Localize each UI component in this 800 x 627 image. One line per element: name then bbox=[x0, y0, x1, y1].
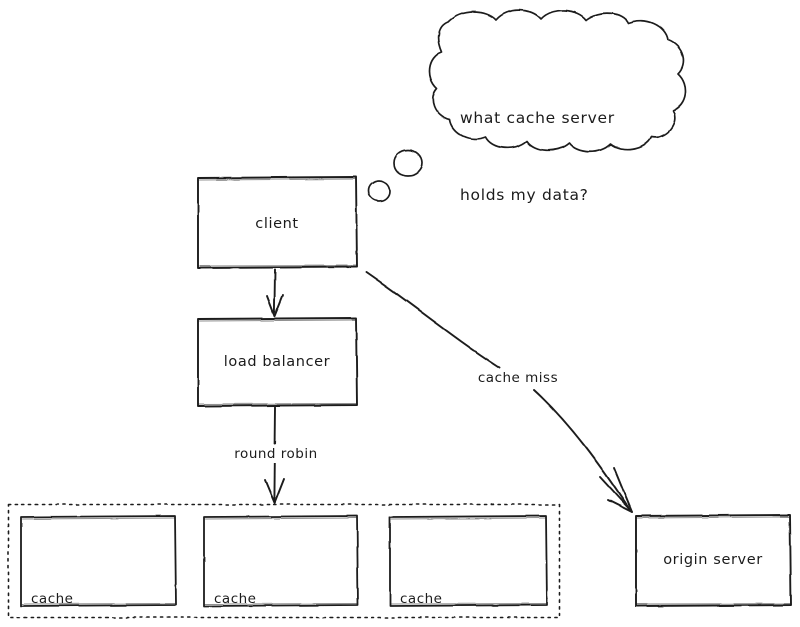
edge-label-round-robin: round robin bbox=[229, 445, 323, 463]
cache-box-2[interactable] bbox=[203, 515, 359, 607]
cache-3-text: cache keys = 2, 8 bbox=[400, 542, 482, 627]
arrow-client-to-load-balancer bbox=[266, 269, 284, 317]
cache-box-3[interactable] bbox=[389, 515, 548, 607]
thought-bubble-line-1: what cache server bbox=[460, 109, 615, 128]
cache-cluster-container bbox=[7, 503, 561, 619]
edge-label-cache-miss: cache miss bbox=[472, 369, 564, 387]
thought-bubble-text: what cache server holds my data? bbox=[460, 55, 615, 260]
cache-3-title: cache bbox=[400, 590, 443, 607]
origin-server-box[interactable] bbox=[635, 514, 792, 607]
arrow-load-balancer-to-caches bbox=[264, 406, 285, 504]
cache-box-1[interactable] bbox=[20, 515, 177, 607]
client-box[interactable] bbox=[197, 176, 358, 269]
load-balancer-box[interactable] bbox=[197, 317, 358, 407]
thought-bubble-line-2: holds my data? bbox=[460, 185, 589, 204]
arrow-client-to-origin-server bbox=[365, 271, 633, 513]
cache-2-text: cache keys = 3, 7 bbox=[214, 542, 296, 627]
cache-1-title: cache bbox=[31, 590, 74, 607]
cache-2-title: cache bbox=[214, 590, 257, 607]
cache-1-text: cache keys = 1, 4, 9 bbox=[31, 542, 132, 627]
thought-bubble-tail-circles bbox=[367, 149, 423, 202]
thought-bubble-cloud bbox=[428, 9, 687, 153]
